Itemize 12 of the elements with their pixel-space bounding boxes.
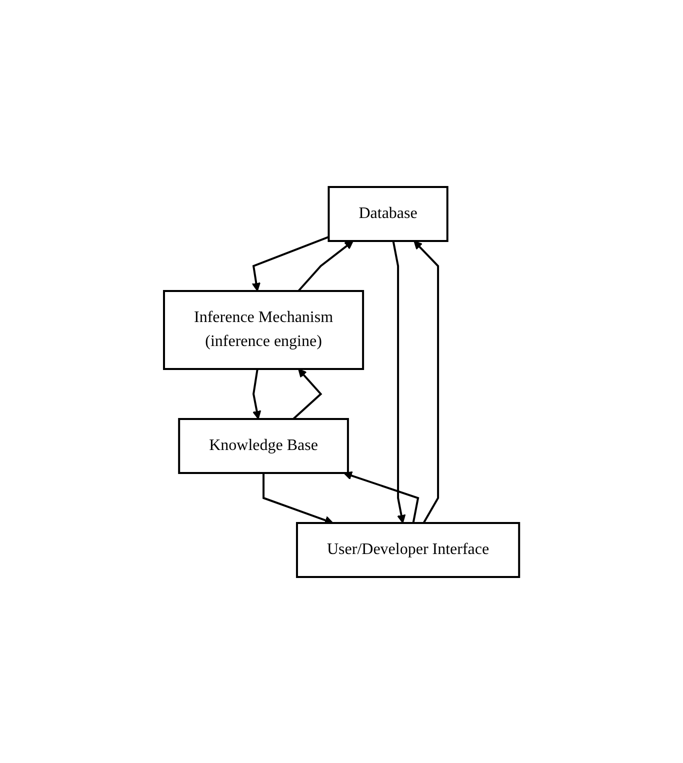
node-box: Knowledge Base (178, 418, 349, 474)
arrow (252, 368, 262, 419)
node-box: Inference Mechanism (inference engine) (162, 290, 364, 370)
node-box: Database (328, 186, 448, 242)
arrow (392, 240, 406, 523)
arrow (343, 470, 420, 523)
arrow (298, 240, 354, 292)
node-box: User/Developer Interface (296, 522, 520, 578)
arrow (414, 240, 439, 523)
arrow (252, 236, 330, 291)
arrow (262, 472, 334, 524)
arrow (292, 368, 322, 420)
